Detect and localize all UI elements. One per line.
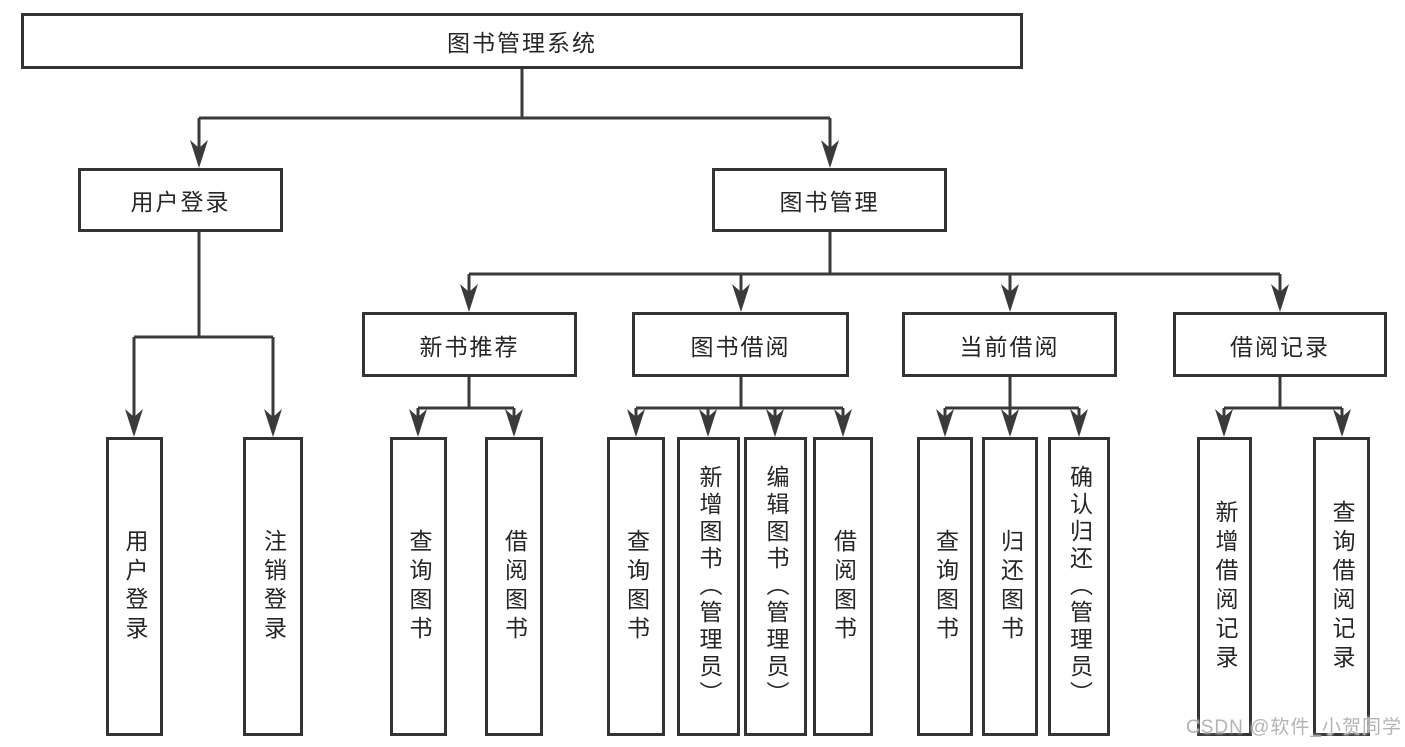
- arrowhead-icons: [125, 140, 1351, 437]
- node-new-book-recommend-label: 新书推荐: [419, 333, 520, 360]
- leaf-confirm-return-admin-label: 确认归还（管理员）: [1066, 465, 1093, 708]
- leaf-query-book-current: 查询图书: [917, 437, 973, 736]
- leaf-query-borrow-record: 查询借阅记录: [1313, 437, 1370, 736]
- leaf-query-book-borrow: 查询图书: [607, 437, 665, 736]
- leaf-return-book: 归还图书: [982, 437, 1038, 736]
- leaf-logout: 注销登录: [243, 437, 303, 736]
- node-borrow-record: 借阅记录: [1173, 312, 1387, 377]
- leaf-add-borrow-record: 新增借阅记录: [1197, 437, 1252, 736]
- leaf-borrow-book-recommend: 借阅图书: [485, 437, 543, 736]
- node-new-book-recommend: 新书推荐: [362, 312, 577, 377]
- csdn-watermark: CSDN @软件_小贺同学: [1186, 717, 1402, 738]
- leaf-query-book-recommend: 查询图书: [390, 437, 447, 736]
- leaf-user-login: 用户登录: [106, 437, 163, 736]
- node-book-borrow: 图书借阅: [632, 312, 849, 377]
- node-current-borrow-label: 当前借阅: [959, 333, 1060, 360]
- leaf-return-book-label: 归还图书: [997, 528, 1024, 645]
- leaf-add-book-admin: 新增图书（管理员）: [677, 437, 740, 736]
- node-book-management: 图书管理: [712, 168, 947, 232]
- leaf-borrow-book: 借阅图书: [813, 437, 873, 736]
- leaf-confirm-return-admin: 确认归还（管理员）: [1048, 437, 1110, 736]
- leaf-borrow-book-label: 借阅图书: [830, 528, 857, 645]
- node-root-label: 图书管理系统: [447, 30, 597, 56]
- leaf-add-book-admin-label: 新增图书（管理员）: [696, 465, 722, 708]
- node-book-borrow-label: 图书借阅: [690, 333, 791, 360]
- leaf-add-borrow-record-label: 新增借阅记录: [1212, 499, 1238, 674]
- leaf-query-book-recommend-label: 查询图书: [406, 528, 432, 645]
- leaf-logout-label: 注销登录: [260, 528, 287, 645]
- leaf-query-borrow-record-label: 查询借阅记录: [1329, 499, 1355, 674]
- node-root: 图书管理系统: [21, 13, 1023, 69]
- node-book-management-label: 图书管理: [779, 189, 880, 215]
- leaf-user-login-label: 用户登录: [122, 528, 148, 645]
- node-user-login: 用户登录: [78, 168, 283, 232]
- node-user-login-label: 用户登录: [130, 189, 231, 215]
- leaf-query-book-current-label: 查询图书: [932, 528, 959, 645]
- leaf-query-book-borrow-label: 查询图书: [623, 528, 650, 645]
- leaf-edit-book-admin-label: 编辑图书（管理员）: [763, 465, 789, 708]
- node-current-borrow: 当前借阅: [902, 312, 1117, 377]
- node-borrow-record-label: 借阅记录: [1230, 333, 1330, 360]
- leaf-edit-book-admin: 编辑图书（管理员）: [744, 437, 807, 736]
- leaf-borrow-book-recommend-label: 借阅图书: [501, 528, 528, 645]
